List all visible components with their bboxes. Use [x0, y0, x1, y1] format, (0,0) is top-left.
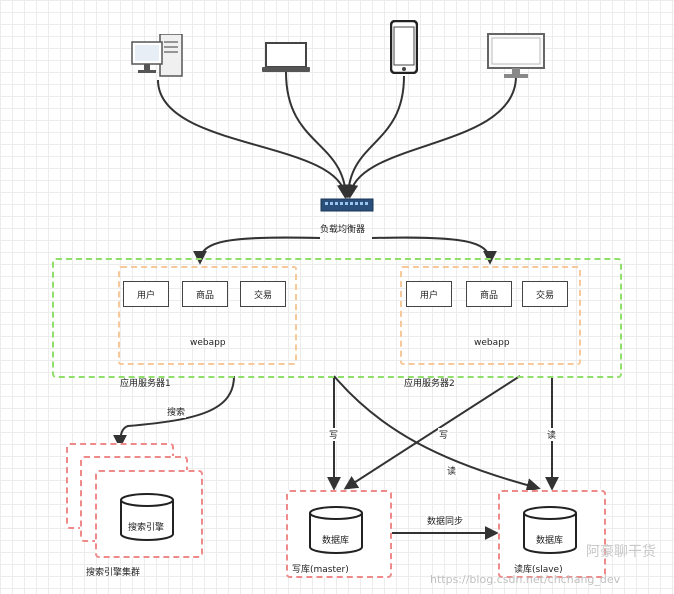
- edge-label-sync: 数据同步: [426, 514, 465, 527]
- server1-module-user: 用户: [123, 281, 169, 307]
- server1-module-trade: 交易: [240, 281, 286, 307]
- edge-monitor-to-lb: [344, 75, 517, 199]
- edge-server2-write-master: [343, 375, 521, 490]
- slave-db-label: 数据库: [536, 536, 564, 546]
- master-db-label: 数据库: [322, 536, 350, 546]
- search-engine-label: 搜索引擎: [128, 523, 165, 533]
- edge-lb-to-server1: [193, 236, 321, 265]
- server2-module-product: 商品: [466, 281, 512, 307]
- server2-module-trade: 交易: [522, 281, 568, 307]
- brand-watermark: 阿豪聊干货: [586, 544, 656, 560]
- edge-label-write-2: 写: [438, 428, 450, 441]
- search-cluster-card-front: [95, 470, 203, 558]
- server1-webapp-label: webapp: [190, 338, 226, 348]
- server2-webapp-label: webapp: [474, 338, 510, 348]
- url-watermark: https://blog.csdn.net/chchang_dev: [430, 573, 621, 586]
- load-balancer-label: 负载均衡器: [320, 225, 366, 235]
- edge-label-read-2: 读: [546, 428, 558, 441]
- load-balancer-icon: [320, 198, 374, 212]
- edge-label-read-1: 读: [446, 464, 458, 477]
- laptop-icon: [262, 42, 310, 72]
- app-server-1-label: 应用服务器1: [120, 379, 171, 389]
- edge-server1-to-search: [113, 375, 235, 449]
- database-icon: [523, 506, 577, 554]
- edge-server1-read-slave: [333, 375, 541, 492]
- monitor-icon: [487, 33, 545, 78]
- search-cluster-label: 搜索引擎集群: [86, 568, 141, 578]
- app-server-2-webapp: [400, 266, 581, 365]
- slave-db-caption: 读库(slave): [514, 565, 563, 575]
- server2-module-user: 用户: [406, 281, 452, 307]
- smartphone-icon: [390, 20, 418, 74]
- edge-label-search: 搜索: [166, 405, 187, 418]
- edge-phone-to-lb: [341, 75, 405, 199]
- app-server-1-webapp: [118, 266, 297, 365]
- app-server-2-label: 应用服务器2: [404, 379, 455, 389]
- edge-laptop-to-lb: [285, 71, 353, 199]
- server1-module-product: 商品: [182, 281, 228, 307]
- desktop-computer-icon: [131, 34, 183, 77]
- edge-label-write-1: 写: [328, 428, 340, 441]
- edge-desktop-to-lb: [157, 79, 351, 199]
- edge-lb-to-server2: [371, 236, 497, 265]
- database-icon: [309, 506, 363, 554]
- database-icon: [120, 493, 174, 541]
- app-server-group: [52, 258, 622, 378]
- master-db-caption: 写库(master): [292, 565, 349, 575]
